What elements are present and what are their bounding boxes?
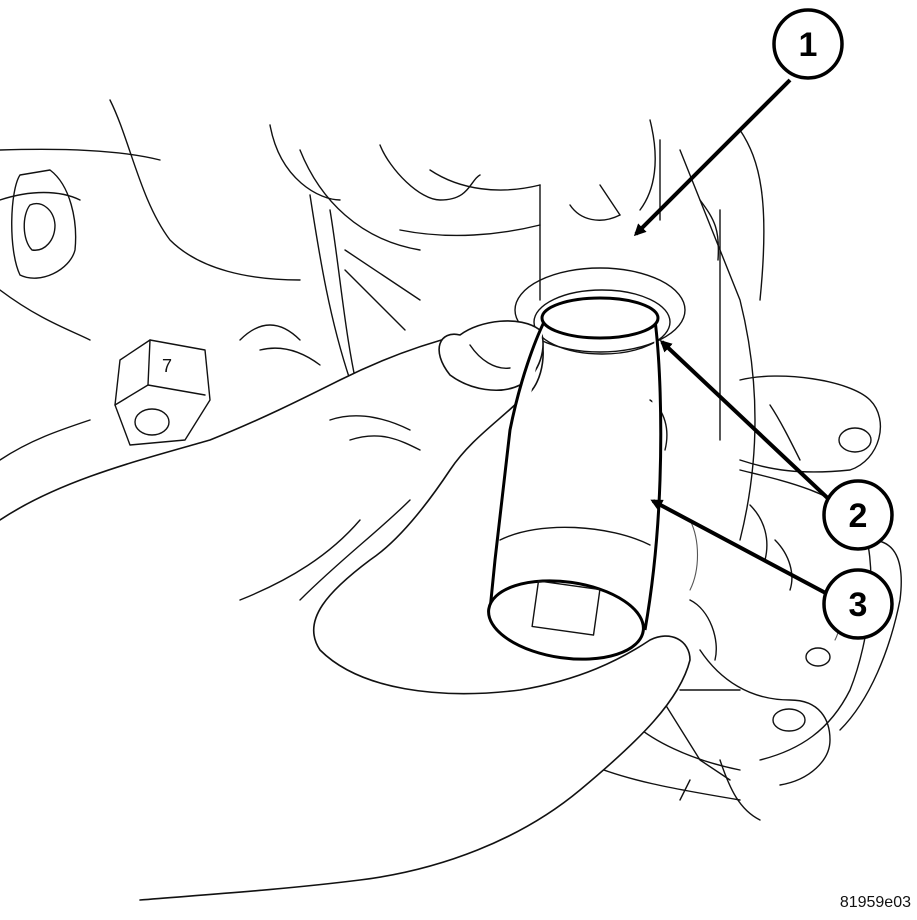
figure-id: 81959e03 xyxy=(839,894,911,911)
arrow-to-tool-body xyxy=(633,78,792,237)
hand xyxy=(0,320,691,901)
arrow-to-tool xyxy=(650,499,836,600)
callout-1-label: 1 xyxy=(799,26,818,64)
engine-block xyxy=(0,99,902,821)
seal-installer-tool xyxy=(487,296,663,661)
callout-3-label: 3 xyxy=(849,586,868,624)
block-stamp: 7 xyxy=(162,356,172,376)
leader-arrows xyxy=(633,78,837,600)
arrow-to-seal xyxy=(659,339,837,507)
callout-3: 3 xyxy=(822,568,894,640)
bore-ring xyxy=(514,267,686,355)
callout-2: 2 xyxy=(822,479,894,551)
callout-1: 1 xyxy=(772,8,844,80)
callout-2-label: 2 xyxy=(849,497,868,535)
block-fitting: 7 xyxy=(114,339,211,446)
